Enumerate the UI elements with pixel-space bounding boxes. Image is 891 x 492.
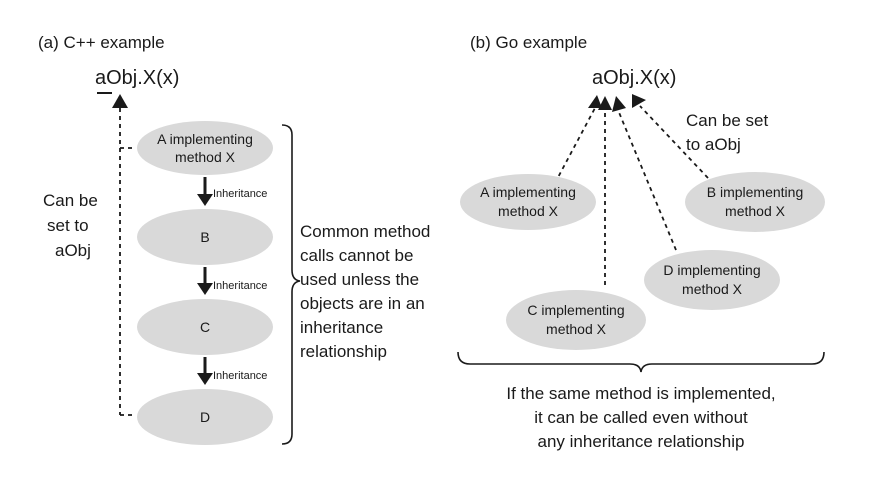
go-node-b-line1: B implementing bbox=[707, 184, 804, 200]
go-node-d-line1: D implementing bbox=[663, 262, 760, 278]
go-call-expression: aObj.X(x) bbox=[592, 67, 676, 89]
go-node-d-line2: method X bbox=[682, 281, 743, 297]
go-node-c bbox=[506, 290, 646, 350]
go-node-a bbox=[460, 174, 596, 230]
go-arrowhead-b bbox=[632, 94, 646, 108]
go-note-line1: If the same method is implemented, bbox=[506, 384, 775, 403]
go-arrowhead-c bbox=[598, 96, 612, 110]
go-note-line2: it can be called even without bbox=[534, 408, 748, 427]
go-node-c-line1: C implementing bbox=[527, 302, 624, 318]
go-arrowhead-d bbox=[612, 96, 626, 112]
cpp-note-line2: calls cannot be bbox=[300, 246, 413, 265]
cpp-node-a bbox=[137, 121, 273, 175]
cpp-inheritance-label-3: Inheritance bbox=[213, 370, 267, 382]
cpp-call-expression: aObj.X(x) bbox=[95, 67, 179, 89]
cpp-node-a-line2: method X bbox=[175, 149, 236, 165]
cpp-note-line6: relationship bbox=[300, 342, 387, 361]
cpp-node-b bbox=[137, 209, 273, 265]
go-node-b-line2: method X bbox=[725, 203, 786, 219]
cpp-inheritance-label-1: Inheritance bbox=[213, 188, 267, 200]
go-title: (b) Go example bbox=[470, 33, 587, 52]
cpp-note-line1: Common method bbox=[300, 222, 430, 241]
cpp-inheritance-arrowhead-3 bbox=[197, 373, 213, 385]
go-node-a-line1: A implementing bbox=[480, 184, 576, 200]
go-can-be-set-line2: to aObj bbox=[686, 135, 741, 154]
cpp-return-arrowhead bbox=[112, 94, 128, 108]
cpp-node-c bbox=[137, 299, 273, 355]
go-bottom-brace bbox=[457, 351, 825, 373]
cpp-note-line3: used unless the bbox=[300, 270, 419, 289]
cpp-inheritance-arrowhead-2 bbox=[197, 283, 213, 295]
cpp-node-a-line1: A implementing bbox=[157, 131, 253, 147]
go-node-a-line2: method X bbox=[498, 203, 559, 219]
cpp-title: (a) C++ example bbox=[38, 33, 165, 52]
cpp-inheritance-arrowhead-1 bbox=[197, 194, 213, 206]
cpp-inheritance-label-2: Inheritance bbox=[213, 280, 267, 292]
go-dashed-connectors bbox=[554, 105, 709, 285]
go-node-c-line2: method X bbox=[546, 321, 607, 337]
go-node-d bbox=[644, 250, 780, 310]
go-note-line3: any inheritance relationship bbox=[538, 432, 745, 451]
cpp-can-be-set-line3: aObj bbox=[55, 241, 91, 260]
cpp-note-line5: inheritance bbox=[300, 318, 383, 337]
go-connector-d bbox=[617, 109, 677, 251]
go-can-be-set-line1: Can be set bbox=[686, 111, 768, 130]
go-connector-a bbox=[554, 107, 596, 184]
cpp-right-brace bbox=[281, 124, 301, 445]
cpp-can-be-set-line2: set to bbox=[47, 216, 89, 235]
cpp-node-d bbox=[137, 389, 273, 445]
cpp-note-line4: objects are in an bbox=[300, 294, 425, 313]
go-panel: (b) Go example aObj.X(x) Can be set to a… bbox=[457, 33, 825, 451]
go-node-b bbox=[685, 172, 825, 232]
cpp-node-b-label: B bbox=[200, 229, 209, 245]
go-connector-b bbox=[639, 105, 709, 179]
go-arrowhead-a bbox=[588, 95, 602, 108]
cpp-node-d-label: D bbox=[200, 409, 210, 425]
cpp-dashed-return-path bbox=[119, 108, 136, 416]
cpp-node-c-label: C bbox=[200, 319, 210, 335]
cpp-can-be-set-line1: Can be bbox=[43, 191, 98, 210]
cpp-panel: (a) C++ example aObj.X(x) Can be set to … bbox=[38, 33, 430, 445]
